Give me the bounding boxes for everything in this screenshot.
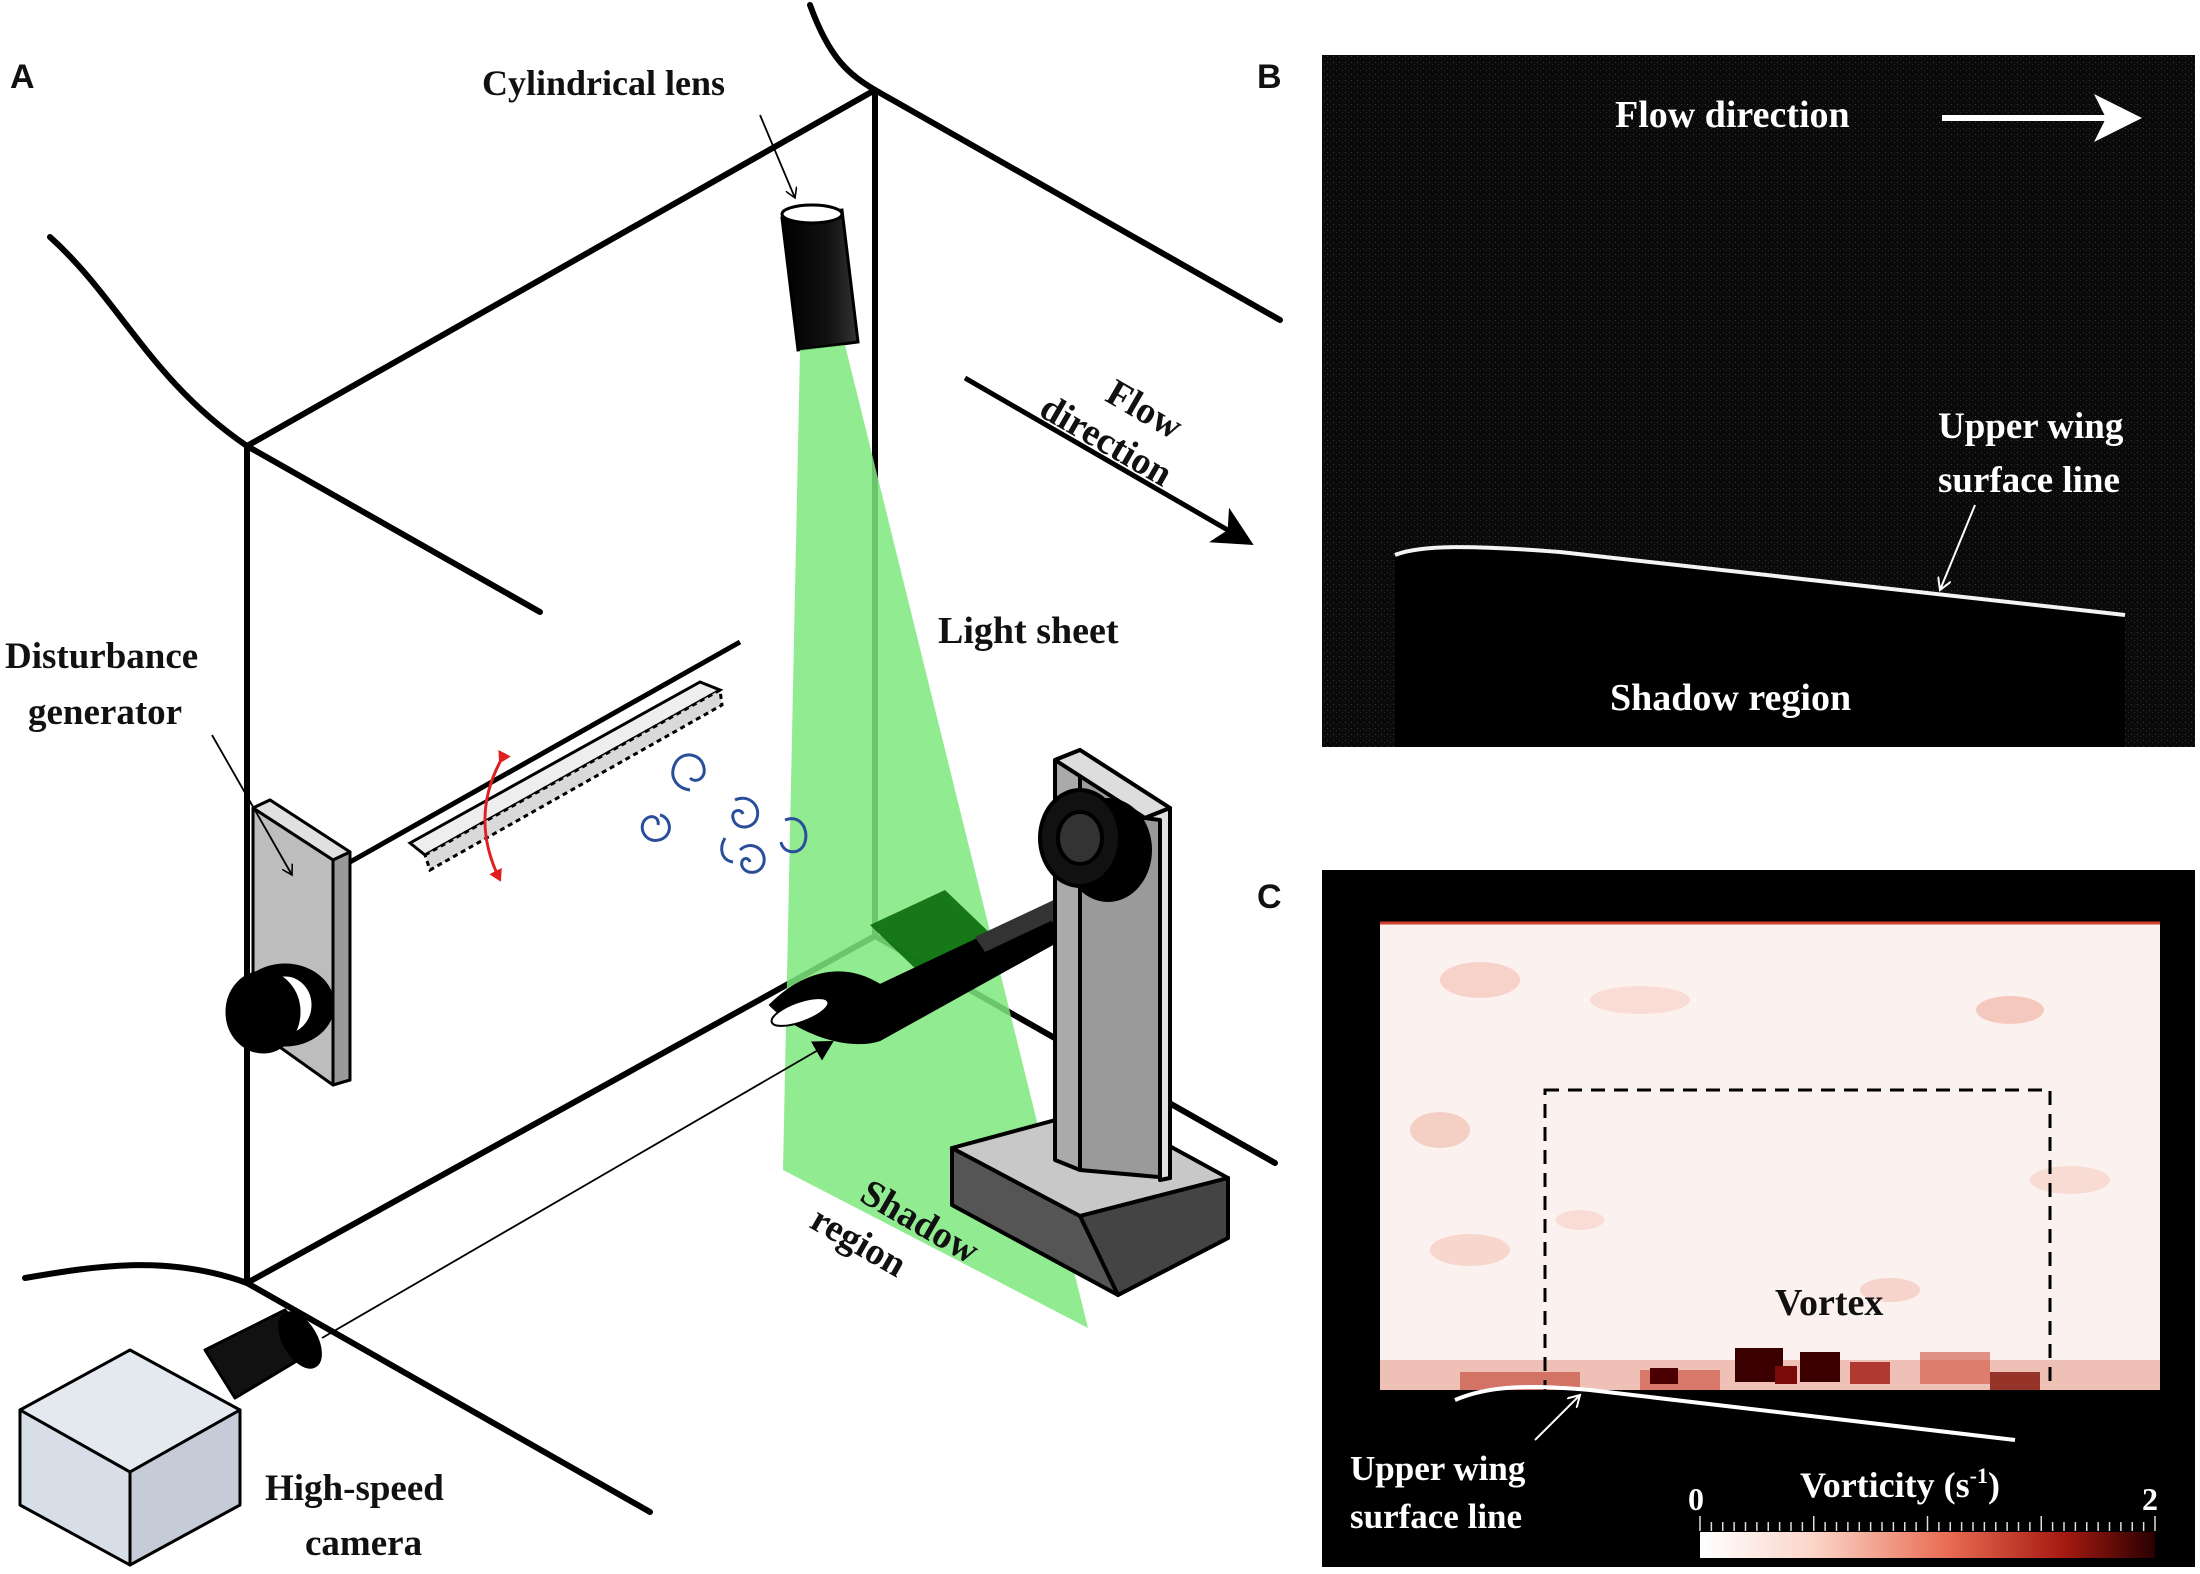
colorbar-title-end: ) [1988, 1465, 2000, 1505]
panel-c: C Vortex Upper wing [1257, 870, 2195, 1567]
vortices-a [640, 753, 808, 874]
flow-arrow-a [963, 375, 1254, 546]
label-disturbance-generator-line2: generator [28, 692, 182, 733]
panel-b-surface-label-line2: surface line [1938, 460, 2120, 501]
camera-sightline [321, 1040, 834, 1339]
panel-c-vortex-label: Vortex [1775, 1282, 1883, 1324]
panel-c-surface-label-line2: surface line [1350, 1497, 1522, 1536]
colorbar-min: 0 [1688, 1481, 1704, 1517]
panel-b-flow-direction: Flow direction [1615, 94, 1850, 136]
panel-b-shadow-region-label: Shadow region [1610, 677, 1851, 719]
pointer-disturbance-generator [211, 734, 292, 875]
panel-b-letter: B [1257, 58, 1282, 96]
label-disturbance-generator-line1: Disturbance [5, 636, 198, 677]
panel-b-shadow-region [1395, 547, 2125, 747]
panel-b: B Flow direction Upper wing surface line… [1257, 55, 2195, 747]
panel-a-letter: A [10, 58, 35, 96]
colorbar-max: 2 [2142, 1481, 2158, 1517]
label-flow-direction-a: Flow direction [1033, 371, 1190, 495]
label-cylindrical-lens: Cylindrical lens [482, 63, 725, 103]
panel-b-surface-line [1394, 545, 2126, 617]
colorbar-gradient [1700, 1532, 2155, 1558]
label-camera-line2: camera [305, 1523, 422, 1564]
panel-c-surface-pointer [1534, 1395, 1580, 1441]
panel-a: A Cylindrical lens Light sheet [5, 2, 1283, 1567]
colorbar-title-sup: -1 [1970, 1463, 1988, 1488]
panel-c-letter: C [1257, 878, 1282, 916]
panel-b-surface-pointer [1940, 504, 1976, 590]
label-light-sheet: Light sheet [938, 610, 1119, 652]
flap [348, 639, 742, 882]
cylindrical-lens [780, 203, 860, 352]
colorbar-title-main: Vorticity (s [1800, 1465, 1970, 1505]
panel-c-colorbar: Vorticity (s-1) 0 2 [1688, 1463, 2158, 1558]
label-camera-line1: High-speed [265, 1468, 444, 1509]
high-speed-camera [18, 1308, 322, 1567]
panel-b-surface-label-line1: Upper wing [1938, 406, 2124, 447]
disturbance-generator [225, 798, 352, 1087]
colorbar-ticks [1699, 1516, 2156, 1531]
panel-c-surface-label-line1: Upper wing [1350, 1449, 1526, 1488]
panel-c-vortex-box [1543, 1088, 2052, 1429]
panel-c-surface-line [1454, 1385, 2016, 1442]
wing-stand [950, 748, 1230, 1297]
pointer-cylindrical-lens [759, 114, 795, 198]
vorticity-blotches [1380, 962, 2160, 1390]
colorbar-title: Vorticity (s-1) [1800, 1463, 2000, 1505]
